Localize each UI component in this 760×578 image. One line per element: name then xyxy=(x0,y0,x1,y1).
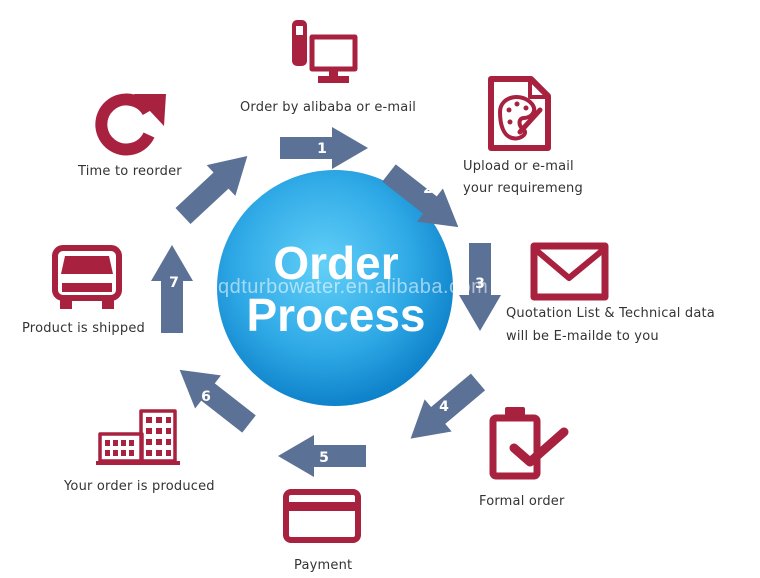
step-number-7: 7 xyxy=(169,275,179,291)
arrow-3 xyxy=(459,243,501,331)
step-label-2-line2: your requiremeng xyxy=(463,181,583,196)
step-label-7: Product is shipped xyxy=(22,321,145,336)
arrow-6 xyxy=(179,369,256,433)
arrow-1 xyxy=(280,127,368,169)
step-number-2: 2 xyxy=(423,181,433,197)
step-number-5: 5 xyxy=(319,450,329,466)
truck-icon xyxy=(52,245,122,309)
step-label-3-line2: will be E-mailde to you xyxy=(506,329,659,344)
step-label-reorder: Time to reorder xyxy=(78,164,182,179)
arrow-7 xyxy=(151,245,193,333)
credit-card-icon xyxy=(283,489,361,543)
step-number-4: 4 xyxy=(439,399,449,415)
step-label-4: Formal order xyxy=(479,494,565,509)
factory-icon xyxy=(96,409,180,465)
clipboard-check-icon xyxy=(489,407,569,480)
center-circle xyxy=(217,170,453,406)
step-number-3: 3 xyxy=(475,276,485,292)
step-number-6: 6 xyxy=(201,389,211,405)
reorder-arrow-icon xyxy=(95,93,166,156)
arrow-2 xyxy=(382,164,459,228)
arrow-5 xyxy=(278,435,366,477)
watermark-text: qdturbowater.en.alibaba.com xyxy=(218,276,489,298)
step-label-1: Order by alibaba or e-mail xyxy=(240,100,417,115)
step-label-6: Your order is produced xyxy=(64,479,215,494)
phone-and-computer-icon xyxy=(292,20,358,83)
arrow-4 xyxy=(410,373,486,439)
envelope-icon xyxy=(530,242,609,301)
center-title-order: Order xyxy=(273,237,399,289)
center-title-process: Process xyxy=(246,289,426,341)
arrow-8 xyxy=(175,155,248,225)
step-label-5: Payment xyxy=(294,558,353,573)
step-label-2-line1: Upload or e-mail xyxy=(463,159,574,174)
document-with-palette-icon xyxy=(488,76,551,151)
step-number-1: 1 xyxy=(317,141,327,157)
step-label-3-line1: Quotation List & Technical data xyxy=(506,306,715,321)
